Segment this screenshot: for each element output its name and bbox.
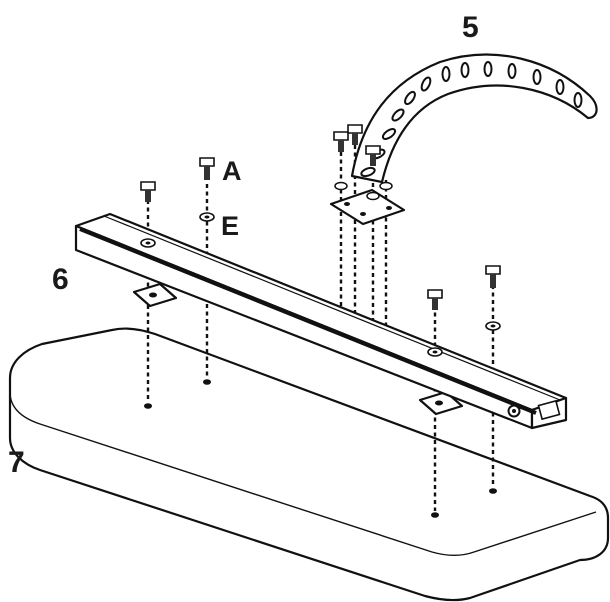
washer-e-label: E — [221, 211, 239, 241]
bolt — [427, 289, 443, 310]
bolt-a-label: A — [222, 156, 242, 186]
base-holes — [144, 379, 497, 518]
part-6-label: 6 — [52, 263, 69, 296]
part-7-label: 7 — [8, 446, 25, 479]
bolt — [365, 145, 381, 166]
part-5-label: 5 — [462, 11, 479, 44]
base-board — [8, 327, 610, 602]
bracket-washers — [334, 181, 393, 201]
bolts — [140, 124, 501, 310]
curved-arm — [329, 53, 598, 226]
bolt — [485, 265, 501, 288]
bolt — [347, 124, 363, 145]
bolt-a — [199, 157, 215, 180]
washer-e — [199, 212, 501, 331]
square-tube-bar — [74, 212, 568, 430]
bolt — [140, 181, 156, 202]
bar-washers — [140, 238, 443, 357]
bolt — [333, 131, 349, 152]
